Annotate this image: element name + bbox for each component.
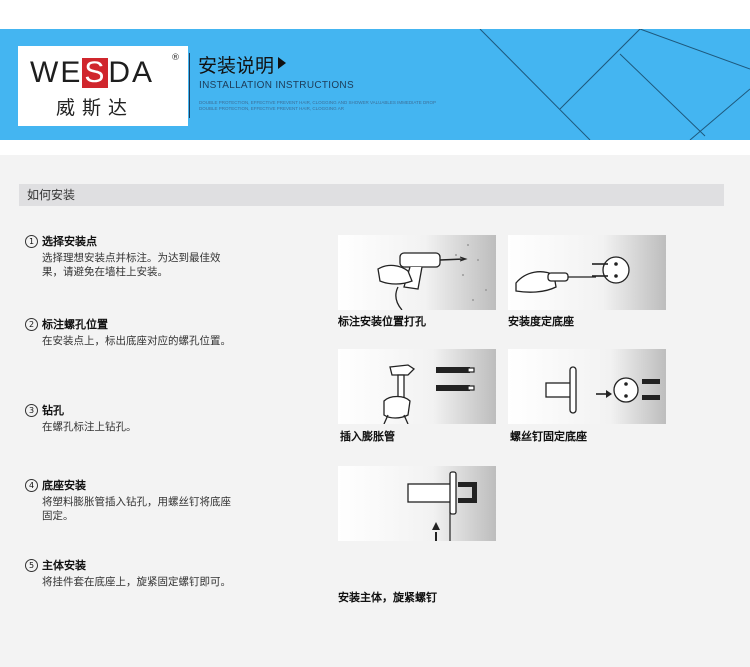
registered-mark: ® bbox=[171, 53, 180, 63]
step-heading: 1 选择安装点 bbox=[25, 234, 235, 249]
logo-chinese-name: 威斯达 bbox=[56, 97, 135, 119]
figure-screwdriver-base bbox=[508, 235, 666, 310]
figure-hammer-anchor bbox=[338, 349, 496, 424]
figure-caption: 安装主体，旋紧螺钉 bbox=[338, 591, 437, 604]
step-description: 在安装点上，标出底座对应的螺孔位置。 bbox=[42, 335, 231, 347]
step-heading: 4 底座安装 bbox=[25, 478, 235, 493]
banner-fine-print-1: DOUBLE PROTECTION, EFFECTIVE PREVENT HAI… bbox=[199, 100, 437, 105]
step-description: 在螺孔标注上钻孔。 bbox=[42, 421, 137, 433]
step-number: 1 bbox=[25, 235, 38, 248]
step-title: 主体安装 bbox=[42, 559, 86, 572]
step-3: 3 钻孔 在螺孔标注上钻孔。 bbox=[25, 403, 235, 434]
step-description: 将挂件套在底座上，旋紧固定螺钉即可。 bbox=[42, 576, 231, 588]
logo-word-accent: S bbox=[82, 56, 109, 89]
figure-screw-base bbox=[508, 349, 666, 424]
drill-icon bbox=[338, 235, 496, 310]
page-subtitle: INSTALLATION INSTRUCTIONS bbox=[199, 80, 354, 91]
step-1: 1 选择安装点 选择理想安装点并标注。为达到最佳效果，请避免在墙柱上安装。 bbox=[25, 234, 235, 279]
section-header: 如何安装 bbox=[19, 184, 724, 206]
hammer-anchor-icon bbox=[338, 349, 496, 424]
brand-logo: WESDA ® 威斯达 bbox=[18, 46, 188, 126]
logo-word-post: DA bbox=[108, 56, 155, 89]
figure-mount-body bbox=[338, 466, 496, 541]
step-title: 钻孔 bbox=[42, 404, 64, 417]
figure-drill bbox=[338, 235, 496, 310]
header-banner: WESDA ® 威斯达 安装说明 INSTALLATION INSTRUCTIO… bbox=[0, 29, 750, 140]
install-content: 如何安装 1 选择安装点 选择理想安装点并标注。为达到最佳效果，请避免在墙柱上安装… bbox=[0, 155, 750, 667]
step-number: 5 bbox=[25, 559, 38, 572]
screwdriver-base-icon bbox=[508, 235, 666, 310]
figure-caption: 螺丝钉固定底座 bbox=[510, 430, 587, 443]
section-title: 如何安装 bbox=[27, 188, 76, 202]
banner-divider bbox=[189, 53, 190, 118]
decorative-lines bbox=[479, 29, 750, 140]
logo-wordmark: WESDA bbox=[30, 58, 154, 88]
step-heading: 2 标注螺孔位置 bbox=[25, 317, 235, 332]
step-2: 2 标注螺孔位置 在安装点上，标出底座对应的螺孔位置。 bbox=[25, 317, 235, 348]
page-title: 安装说明 bbox=[198, 54, 287, 78]
step-number: 4 bbox=[25, 479, 38, 492]
page-title-text: 安装说明 bbox=[198, 55, 275, 77]
screw-base-icon bbox=[508, 349, 666, 424]
figure-caption: 插入膨胀管 bbox=[340, 430, 395, 443]
play-arrow-icon bbox=[278, 57, 287, 69]
step-description: 选择理想安装点并标注。为达到最佳效果，请避免在墙柱上安装。 bbox=[42, 252, 221, 278]
figure-caption: 安装度定底座 bbox=[508, 315, 574, 328]
step-title: 底座安装 bbox=[42, 479, 86, 492]
step-heading: 3 钻孔 bbox=[25, 403, 235, 418]
step-description: 将塑料膨胀管插入钻孔，用螺丝钉将底座固定。 bbox=[42, 496, 231, 522]
figure-caption: 标注安装位置打孔 bbox=[338, 315, 426, 328]
step-number: 2 bbox=[25, 318, 38, 331]
step-heading: 5 主体安装 bbox=[25, 558, 235, 573]
banner-fine-print-2: DOUBLE PROTECTION, EFFECTIVE PREVENT HAI… bbox=[199, 106, 344, 111]
mount-body-icon bbox=[338, 466, 496, 541]
step-title: 标注螺孔位置 bbox=[42, 318, 108, 331]
logo-word-pre: WE bbox=[30, 56, 83, 89]
step-number: 3 bbox=[25, 404, 38, 417]
step-title: 选择安装点 bbox=[42, 235, 97, 248]
step-5: 5 主体安装 将挂件套在底座上，旋紧固定螺钉即可。 bbox=[25, 558, 235, 589]
step-4: 4 底座安装 将塑料膨胀管插入钻孔，用螺丝钉将底座固定。 bbox=[25, 478, 235, 523]
